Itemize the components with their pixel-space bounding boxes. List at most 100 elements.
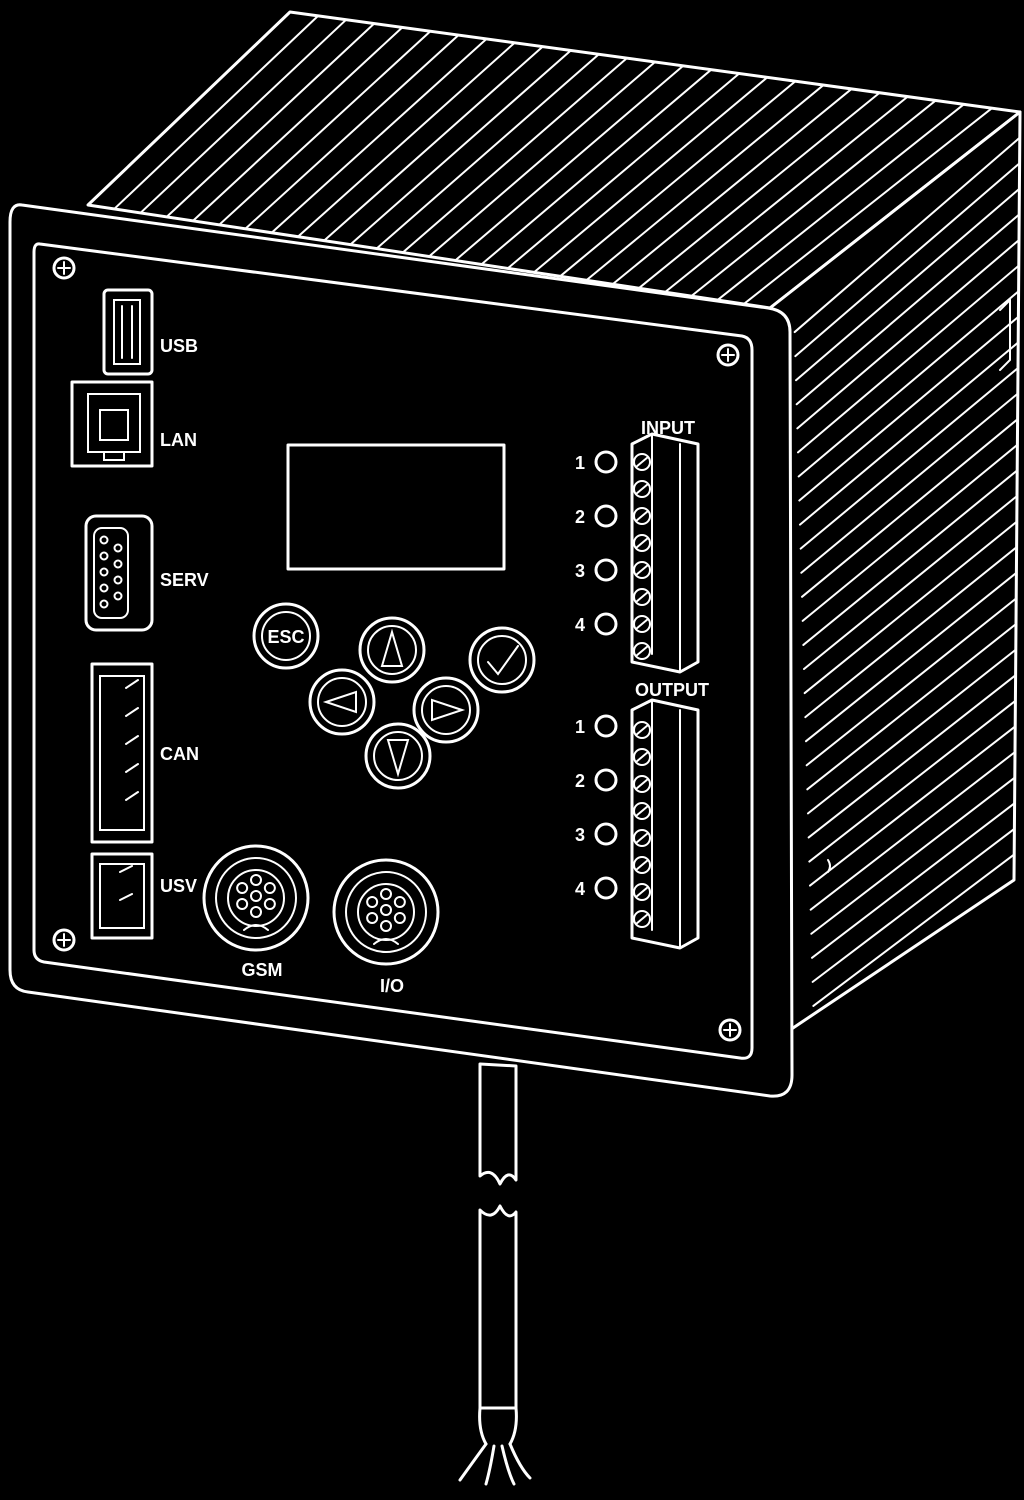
down-button[interactable]	[364, 722, 432, 790]
fin-line	[532, 76, 769, 274]
fin-line	[803, 520, 1018, 695]
screw-slot	[635, 483, 649, 495]
fin-line	[809, 751, 1016, 911]
serv-label: SERV	[160, 570, 209, 590]
fin-line	[191, 26, 404, 222]
fin-line	[139, 18, 348, 214]
checkmark-icon	[487, 645, 519, 676]
fin-line	[401, 57, 628, 254]
usb-port[interactable]	[102, 288, 154, 376]
fin-line	[802, 469, 1019, 646]
fin-line	[801, 443, 1019, 622]
usv-port[interactable]	[90, 852, 154, 940]
lan-port[interactable]	[70, 380, 154, 468]
fin-line	[806, 623, 1017, 791]
input-led-3	[594, 558, 618, 582]
output-led-2	[594, 768, 618, 792]
lcd-display	[286, 443, 506, 571]
screw-top-right	[716, 343, 740, 367]
fin-line	[805, 571, 1018, 743]
connector-pin	[393, 896, 406, 908]
fin-line	[506, 72, 741, 270]
fin-line	[428, 61, 656, 258]
fin-line	[808, 699, 1017, 863]
fin-line	[804, 546, 1018, 719]
input-number-4: 4	[575, 615, 585, 635]
fin-line	[795, 187, 1021, 382]
ok-button[interactable]	[468, 626, 536, 694]
connector-pin	[366, 912, 379, 924]
usb-label: USB	[160, 336, 198, 356]
screw-bottom-left	[52, 928, 76, 952]
fin-line	[637, 91, 881, 290]
esc-label: ESC	[267, 627, 304, 647]
fin-line	[349, 49, 572, 246]
output-led-3	[594, 822, 618, 846]
terminal-screw	[633, 856, 651, 874]
fin-line	[807, 674, 1017, 839]
output-label: OUTPUT	[635, 680, 709, 700]
connector-pin	[250, 906, 262, 918]
fin-line	[218, 30, 432, 226]
serv-pin	[113, 559, 123, 569]
screw-slot	[635, 805, 649, 817]
input-number-1: 1	[575, 453, 585, 473]
gsm-connector[interactable]	[202, 844, 310, 952]
fin-line	[375, 53, 600, 250]
fin-line	[809, 725, 1017, 887]
fin-line	[244, 34, 460, 230]
output-terminal-block[interactable]	[630, 698, 700, 950]
right-button[interactable]	[412, 676, 480, 744]
esc-button[interactable]: ESC	[252, 602, 320, 670]
fin-line	[611, 87, 853, 286]
connector-pin	[380, 888, 392, 900]
serv-port[interactable]	[84, 514, 154, 632]
screw-slot	[635, 456, 649, 468]
fin-line	[797, 290, 1020, 478]
fin-line	[795, 213, 1021, 406]
fin-line	[480, 68, 713, 266]
left-button[interactable]	[308, 668, 376, 736]
output-number-4: 4	[575, 879, 585, 899]
lan-label: LAN	[160, 430, 197, 450]
terminal-screw	[633, 802, 651, 820]
fin-line	[716, 103, 965, 302]
terminal-screw	[633, 883, 651, 901]
output-number-3: 3	[575, 825, 585, 845]
fin-line	[800, 392, 1019, 574]
fin-line	[454, 64, 685, 262]
screw-bottom-right	[718, 1018, 742, 1042]
output-number-2: 2	[575, 771, 585, 791]
up-button[interactable]	[358, 616, 426, 684]
screw-slot	[635, 886, 649, 898]
terminal-screw	[633, 507, 651, 525]
can-port[interactable]	[90, 662, 154, 844]
fin-line	[296, 41, 516, 238]
fin-line	[805, 597, 1018, 767]
connector-pin	[250, 874, 262, 886]
screw-slot	[635, 913, 649, 925]
triangle-down-icon	[386, 739, 410, 778]
fin-line	[165, 22, 376, 218]
screw-slot	[635, 832, 649, 844]
terminal-screw	[633, 615, 651, 633]
fin-line	[742, 107, 993, 306]
screw-slot	[635, 618, 649, 630]
fin-line	[810, 776, 1016, 935]
terminal-screw	[633, 748, 651, 766]
heatsink-fins-top	[113, 14, 993, 306]
input-terminal-block[interactable]	[630, 432, 700, 674]
terminal-screw	[633, 721, 651, 739]
screw-slot	[635, 537, 649, 549]
fin-line	[801, 418, 1019, 598]
terminal-screw	[633, 910, 651, 928]
output-led-4	[594, 876, 618, 900]
fin-line	[323, 45, 544, 242]
gsm-label: GSM	[241, 960, 282, 980]
input-number-3: 3	[575, 561, 585, 581]
terminal-screw	[633, 642, 651, 660]
cable	[458, 1062, 532, 1486]
io-connector[interactable]	[332, 858, 440, 966]
